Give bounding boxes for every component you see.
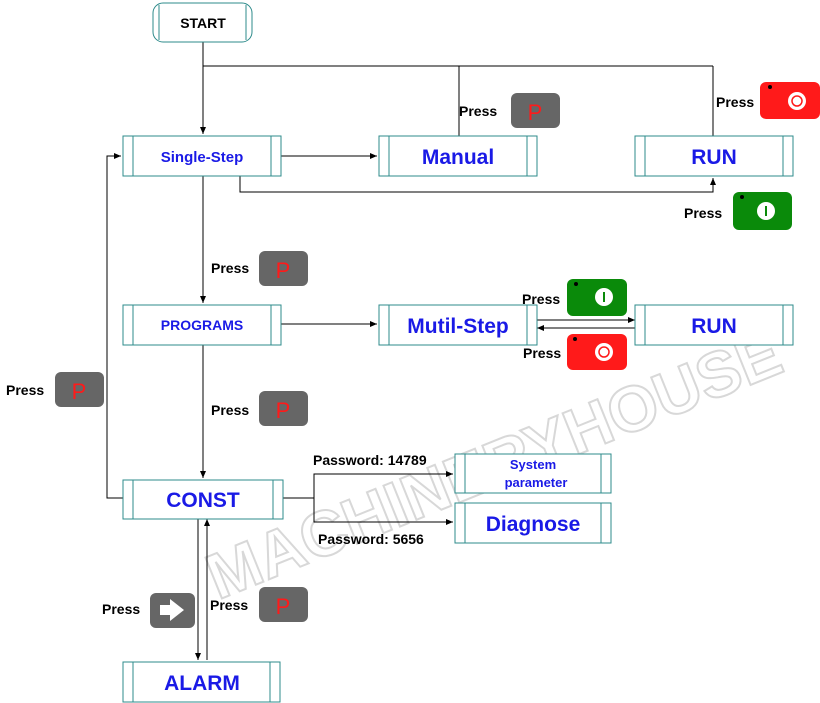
state-alarm: ALARM	[122, 661, 281, 703]
p-key-icon: P	[259, 587, 308, 622]
p-key-icon: P	[511, 93, 560, 128]
state-const: CONST	[122, 479, 284, 520]
right-arrow-key-icon	[150, 593, 195, 628]
p-key-icon: P	[55, 372, 104, 407]
p-key-icon: P	[259, 391, 308, 426]
state-run-mid: RUN	[634, 304, 794, 346]
diagnose-label: Diagnose	[486, 513, 581, 536]
p-key-glyph: P	[528, 100, 543, 125]
press-label-back: Press	[6, 382, 44, 398]
state-diagnose: Diagnose	[454, 502, 612, 544]
manual-label: Manual	[422, 146, 494, 169]
start-node: START	[152, 2, 253, 43]
password-system: Password: 14789	[313, 452, 427, 468]
press-label-start-mid: Press	[522, 291, 560, 307]
press-label-manual: Press	[459, 103, 497, 119]
press-label-stop-mid: Press	[523, 345, 561, 361]
press-label-alarm-p: Press	[210, 597, 248, 613]
state-single-step: Single-Step	[122, 135, 282, 177]
password-diagnose: Password: 5656	[318, 531, 424, 547]
programs-label: PROGRAMS	[161, 317, 243, 333]
connectors	[106, 42, 716, 660]
state-programs: PROGRAMS	[122, 304, 282, 346]
start-label: START	[180, 15, 226, 31]
start-button-icon	[567, 279, 627, 316]
system-parameter-line1: System	[510, 457, 556, 472]
p-key-glyph: P	[276, 398, 291, 423]
single-step-label: Single-Step	[161, 149, 244, 166]
stop-button-icon	[760, 82, 820, 119]
state-system-parameter: System parameter	[454, 453, 612, 494]
stop-button-icon	[567, 334, 627, 370]
state-manual: Manual	[378, 135, 538, 177]
state-multi-step: Mutil-Step	[378, 304, 538, 346]
press-label-arrow: Press	[102, 601, 140, 617]
start-button-icon	[733, 192, 792, 230]
state-run-top: RUN	[634, 135, 794, 177]
press-label-const: Press	[211, 402, 249, 418]
press-label-start-top: Press	[684, 205, 722, 221]
multi-step-label: Mutil-Step	[407, 315, 508, 338]
const-label: CONST	[166, 489, 240, 512]
p-key-glyph: P	[276, 258, 291, 283]
p-key-icon: P	[259, 251, 308, 286]
p-key-glyph: P	[72, 379, 87, 404]
p-key-glyph: P	[276, 594, 291, 619]
press-label-stop-top: Press	[716, 94, 754, 110]
system-parameter-line2: parameter	[505, 475, 568, 490]
press-label-programs: Press	[211, 260, 249, 276]
run-mid-label: RUN	[691, 315, 737, 338]
run-top-label: RUN	[691, 146, 737, 169]
alarm-label: ALARM	[164, 672, 240, 695]
